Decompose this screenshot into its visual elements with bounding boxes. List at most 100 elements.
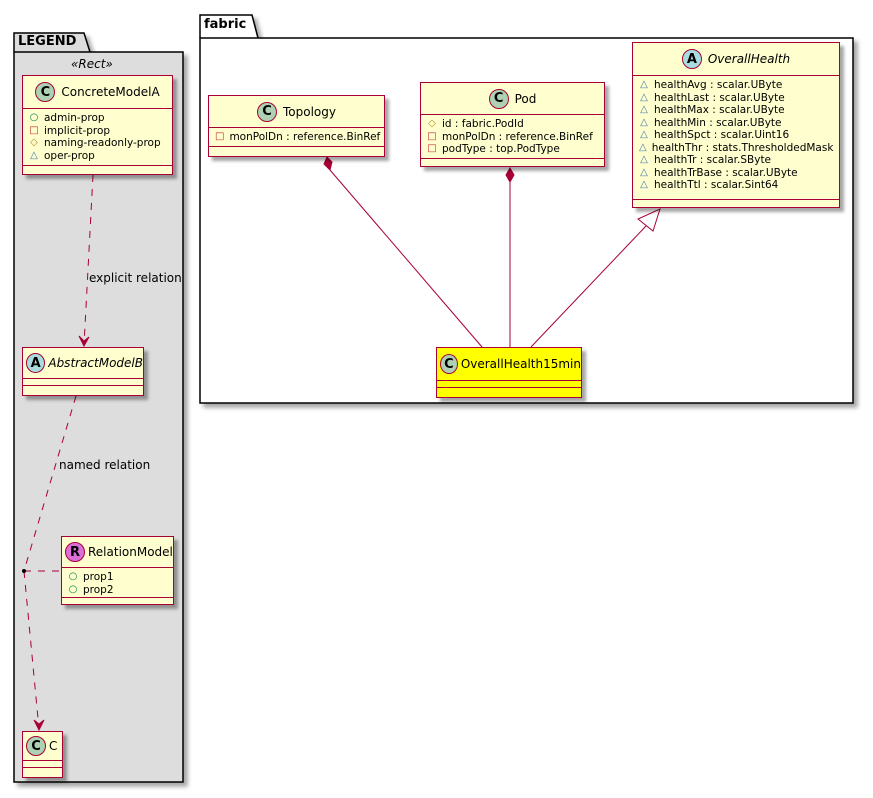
attribute-text: oper-prop (44, 149, 95, 162)
package-triangle-icon: △ (640, 116, 648, 128)
method-section (421, 158, 604, 165)
abstract-glyph-icon: A (681, 49, 702, 69)
composition-diamond-icon (505, 166, 515, 184)
class-overall-health-15min[interactable]: C OverallHealth15min (436, 347, 582, 398)
class-glyph-icon: C (488, 88, 509, 109)
class-name: OverallHealth (707, 52, 791, 66)
attribute-text: admin-prop (44, 112, 105, 124)
class-header: C ConcreteModelA (23, 76, 172, 108)
attribute-row: △ healthAvg : scalar.UByte (639, 79, 833, 92)
class-c[interactable]: C C (22, 731, 63, 778)
private-square-icon: □ (427, 130, 437, 142)
attribute-text: id : fabric.PodId (442, 118, 524, 130)
package-triangle-icon: △ (640, 79, 648, 91)
attribute-text: healthTtl : scalar.Sint64 (654, 179, 779, 191)
class-topology[interactable]: C Topology □ monPolDn : reference.BinRef (208, 95, 385, 157)
package-triangle-icon: △ (640, 104, 648, 116)
package-triangle-icon: △ (640, 179, 648, 191)
class-header: A OverallHealth (633, 43, 839, 75)
named-relation-line-lower (23, 570, 40, 730)
named-relation-label: named relation (59, 458, 151, 472)
attribute-row: □ podType : top.PodType (427, 143, 598, 156)
method-section (209, 146, 384, 153)
attribute-section: □ monPolDn : reference.BinRef (209, 127, 384, 146)
public-circle-icon: ○ (29, 112, 39, 124)
attribute-section: ◇ id : fabric.PodId □ monPolDn : referen… (421, 114, 604, 158)
package-triangle-icon: △ (640, 154, 648, 166)
public-circle-icon: ○ (68, 571, 78, 583)
junction-dot (22, 569, 26, 573)
method-section (23, 767, 62, 774)
attribute-row: □ monPolDn : reference.BinRef (215, 131, 381, 144)
attribute-text: healthLast : scalar.UByte (654, 91, 785, 104)
class-abstract-model-b[interactable]: A AbstractModelB (22, 347, 144, 396)
attribute-row: △healthLast : scalar.UByte (639, 92, 833, 105)
class-name: AbstractModelB (48, 356, 143, 370)
class-name: ConcreteModelA (61, 85, 160, 99)
public-circle-icon: ○ (68, 583, 78, 595)
attribute-text: monPolDn : reference.BinRef (229, 131, 381, 143)
topology-composition-connector (323, 156, 483, 348)
explicit-relation-line (83, 174, 94, 346)
class-header: C Pod (421, 83, 604, 114)
attribute-text: prop1 (83, 571, 114, 583)
explicit-relation-label: explicit relation (89, 271, 182, 285)
attribute-row: □ monPolDn : reference.BinRef (427, 131, 598, 144)
class-concrete-model-a[interactable]: C ConcreteModelA ○ admin-prop □ implicit… (22, 75, 173, 175)
private-square-icon: □ (427, 143, 437, 155)
class-name: Topology (283, 104, 336, 119)
private-square-icon: □ (215, 131, 225, 143)
class-header: R RelationModel (62, 537, 173, 567)
attribute-row: □ implicit-prop (29, 125, 166, 138)
class-name: RelationModel (88, 545, 173, 559)
attribute-row: ○ prop2 (68, 584, 167, 597)
private-square-icon: □ (29, 124, 39, 136)
method-section (62, 597, 173, 604)
class-glyph-icon: C (26, 736, 46, 756)
attribute-section (437, 380, 581, 387)
protected-diamond-icon: ◇ (30, 137, 38, 149)
arrowhead-icon (78, 335, 90, 348)
class-pod[interactable]: C Pod ◇ id : fabric.PodId □ monPolDn : r… (420, 82, 605, 167)
package-triangle-icon: △ (640, 129, 648, 141)
method-section (437, 387, 581, 394)
method-section (23, 385, 143, 392)
class-glyph-icon: C (35, 82, 56, 102)
attribute-row: △ healthMin : scalar.UByte (639, 117, 833, 130)
explicit-relation-connector (78, 174, 94, 348)
package-triangle-icon: △ (640, 166, 648, 178)
attribute-text: healthMax : scalar.UByte (654, 104, 785, 116)
class-name: OverallHealth15min (460, 357, 581, 371)
attribute-row: △healthTr : scalar.SByte (639, 154, 833, 167)
class-header: C C (23, 732, 62, 760)
attribute-row: ◇ naming-readonly-prop (29, 137, 166, 150)
attribute-text: healthMin : scalar.UByte (654, 116, 782, 129)
package-triangle-icon: △ (30, 149, 38, 161)
named-relation-connector (22, 395, 77, 732)
inheritance-connector (530, 208, 661, 348)
attribute-text: healthSpct : scalar.Uint16 (654, 129, 790, 141)
fabric-package-tab (199, 14, 259, 39)
class-relation-model[interactable]: R RelationModel ○ prop1 ○ prop2 (61, 536, 174, 605)
relation-glyph-icon: R (65, 542, 85, 562)
abstract-glyph-icon: A (26, 353, 46, 373)
attribute-section (23, 378, 143, 385)
package-triangle-icon: △ (639, 141, 647, 153)
attribute-text: healthAvg : scalar.UByte (654, 79, 783, 91)
class-header: C Topology (209, 96, 384, 127)
attribute-text: monPolDn : reference.BinRef (442, 130, 593, 143)
attribute-row: △ oper-prop (29, 150, 166, 163)
attribute-text: naming-readonly-prop (44, 137, 161, 149)
class-header: C OverallHealth15min (437, 348, 581, 380)
class-name: C (49, 739, 58, 753)
inheritance-line (530, 225, 647, 348)
fabric-package-label: fabric (204, 17, 247, 32)
attribute-text: healthTrBase : scalar.UByte (654, 166, 798, 179)
attribute-row: △ healthThr : stats.ThresholdedMask (639, 142, 833, 155)
composition-diamond-icon (323, 156, 333, 171)
attribute-row: △ healthTrBase : scalar.UByte (639, 167, 833, 180)
inheritance-triangle-icon (637, 208, 661, 232)
class-overall-health[interactable]: A OverallHealth △ healthAvg : scalar.UByt… (632, 42, 840, 208)
attribute-text: healthThr : stats.ThresholdedMask (651, 141, 834, 154)
method-section (633, 199, 839, 206)
